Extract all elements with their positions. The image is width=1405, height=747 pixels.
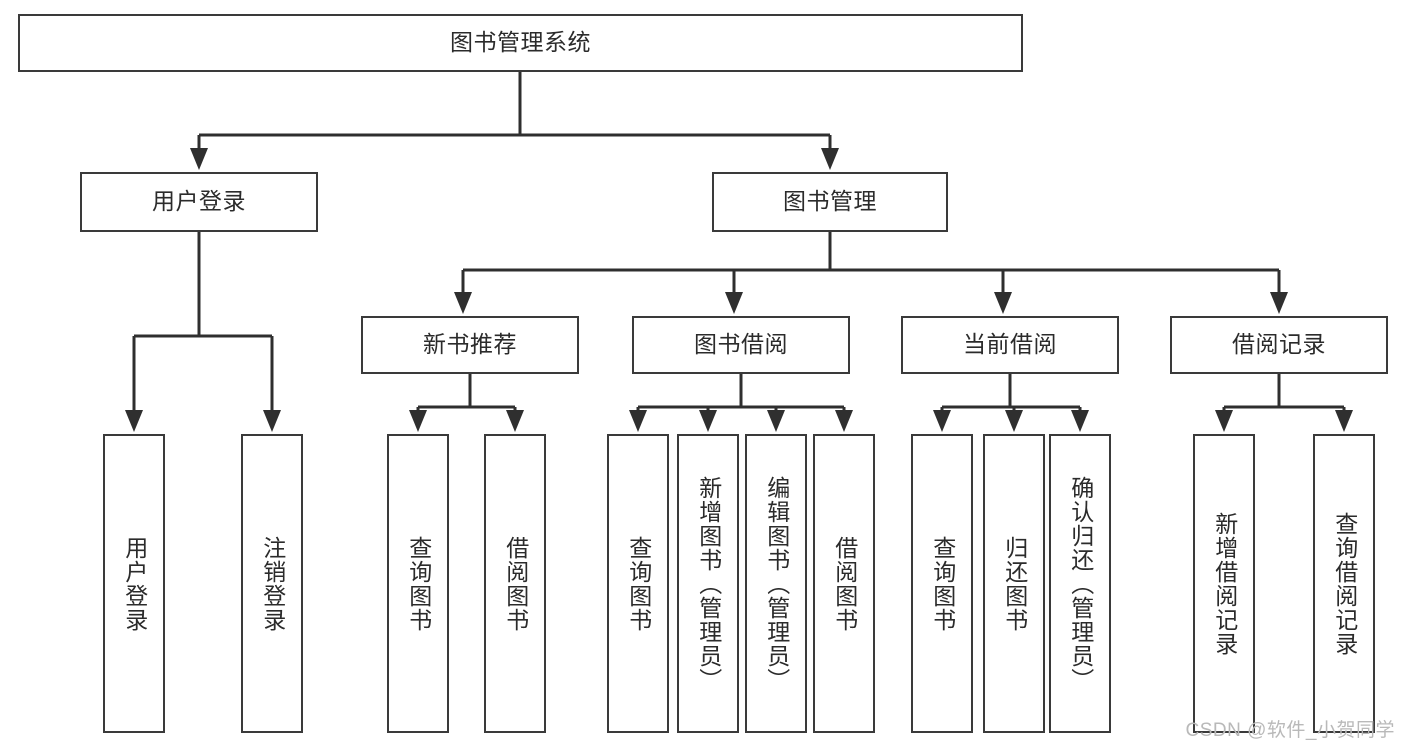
connector-book-borrow-arrow-0-head <box>629 410 647 432</box>
node-leaf-query-record[interactable]: 查询借阅记录 <box>1313 434 1375 733</box>
node-label: 新书推荐 <box>423 331 517 358</box>
connector-current-borrow-arrow-1-head <box>1005 410 1023 432</box>
connector-user-login-arrow-0-head <box>125 410 143 432</box>
connector-root-arrow-0-head <box>190 148 208 170</box>
node-label: 归还图书 <box>1001 535 1028 632</box>
connector-book-borrow-arrow-1-head <box>699 410 717 432</box>
watermark-text: CSDN @软件_小贺同学 <box>1185 720 1395 741</box>
node-new-book-recommend[interactable]: 新书推荐 <box>361 316 579 374</box>
node-borrow-record[interactable]: 借阅记录 <box>1170 316 1388 374</box>
node-book-manage[interactable]: 图书管理 <box>712 172 948 232</box>
node-label: 借阅图书 <box>502 535 529 632</box>
connector-borrow-record-arrow-0-head <box>1215 410 1233 432</box>
connector-current-borrow-arrow-0-head <box>933 410 951 432</box>
node-label: 当前借阅 <box>963 331 1057 358</box>
node-label: 借阅记录 <box>1232 331 1326 358</box>
node-leaf-add-record[interactable]: 新增借阅记录 <box>1193 434 1255 733</box>
node-leaf-query-book-1[interactable]: 查询图书 <box>387 434 449 733</box>
node-label: 注销登录 <box>259 535 286 632</box>
node-leaf-borrow-book-1[interactable]: 借阅图书 <box>484 434 546 733</box>
node-label: 用户登录 <box>121 535 148 632</box>
node-book-borrow[interactable]: 图书借阅 <box>632 316 850 374</box>
connector-user-login-arrow-1-head <box>263 410 281 432</box>
connector-book-manage-arrow-2-head <box>994 292 1012 314</box>
connector-book-manage-arrow-1-head <box>725 292 743 314</box>
connector-book-manage-arrow-0-head <box>454 292 472 314</box>
node-root[interactable]: 图书管理系统 <box>18 14 1023 72</box>
node-leaf-user-login[interactable]: 用户登录 <box>103 434 165 733</box>
connector-book-borrow-arrow-3-head <box>835 410 853 432</box>
connector-root-arrow-1-head <box>821 148 839 170</box>
node-leaf-add-book[interactable]: 新增图书（管理员） <box>677 434 739 733</box>
node-label: 新增借阅记录 <box>1211 511 1238 656</box>
node-leaf-borrow-book-2[interactable]: 借阅图书 <box>813 434 875 733</box>
connector-new-book-recommend-arrow-1-head <box>506 410 524 432</box>
connector-book-borrow-arrow-2-head <box>767 410 785 432</box>
node-leaf-return-book[interactable]: 归还图书 <box>983 434 1045 733</box>
node-label: 图书管理 <box>783 188 877 215</box>
node-leaf-edit-book[interactable]: 编辑图书（管理员） <box>745 434 807 733</box>
node-label: 查询图书 <box>625 535 652 632</box>
node-label: 查询借阅记录 <box>1331 511 1358 656</box>
node-user-login[interactable]: 用户登录 <box>80 172 318 232</box>
node-label: 用户登录 <box>152 188 246 215</box>
node-label: 图书管理系统 <box>450 29 591 56</box>
node-label: 图书借阅 <box>694 331 788 358</box>
node-label: 编辑图书（管理员） <box>763 475 790 692</box>
node-leaf-query-book-3[interactable]: 查询图书 <box>911 434 973 733</box>
connector-new-book-recommend-arrow-0-head <box>409 410 427 432</box>
node-leaf-logout[interactable]: 注销登录 <box>241 434 303 733</box>
node-label: 借阅图书 <box>831 535 858 632</box>
connector-current-borrow-arrow-2-head <box>1071 410 1089 432</box>
connector-book-manage-arrow-3-head <box>1270 292 1288 314</box>
connector-borrow-record-arrow-1-head <box>1335 410 1353 432</box>
node-label: 新增图书（管理员） <box>695 475 722 692</box>
node-label: 查询图书 <box>929 535 956 632</box>
node-leaf-query-book-2[interactable]: 查询图书 <box>607 434 669 733</box>
node-leaf-confirm-return[interactable]: 确认归还（管理员） <box>1049 434 1111 733</box>
node-label: 查询图书 <box>405 535 432 632</box>
node-current-borrow[interactable]: 当前借阅 <box>901 316 1119 374</box>
node-label: 确认归还（管理员） <box>1067 475 1094 692</box>
